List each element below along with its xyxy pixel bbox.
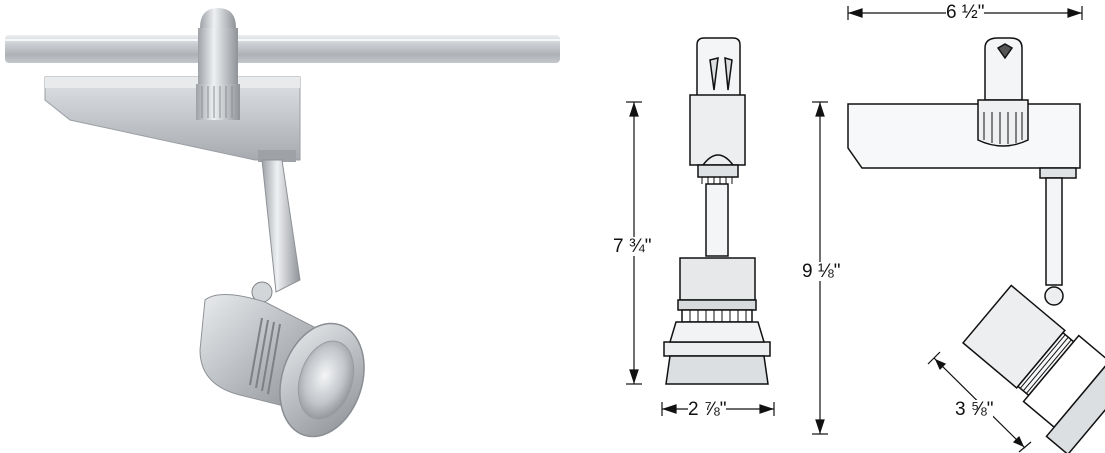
lamp-head [199,293,365,438]
front-width-label: 2 ⅞" [688,399,727,420]
side-width-label: 6 ½" [946,2,985,23]
side-fixture-outline [847,37,1105,453]
lamp-lens [297,340,355,420]
front-height-label: 7 ¾" [613,236,652,257]
connector-cylinder [198,28,238,86]
connector-cap [200,8,236,28]
track-rail [5,35,560,63]
side-height-label: 9 ⅛" [802,261,841,282]
head-diameter-label: 3 ⅝" [955,399,994,420]
swivel-arm [261,159,301,293]
track-light-photo [5,8,560,438]
front-fixture-outline [663,37,771,385]
